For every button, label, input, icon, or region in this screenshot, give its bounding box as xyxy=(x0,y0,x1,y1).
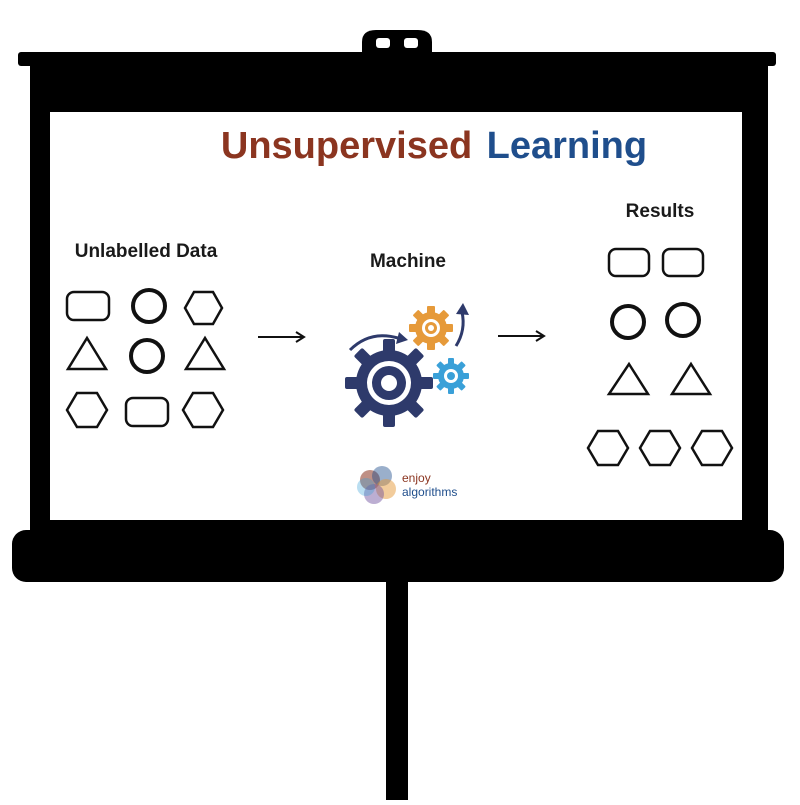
stand-pole xyxy=(386,570,408,800)
logo-line-1: enjoy xyxy=(402,471,431,485)
screen-surface xyxy=(50,112,742,520)
input-label: Unlabelled Data xyxy=(75,241,218,262)
hexagon-icon xyxy=(690,429,734,467)
triangle-icon xyxy=(669,361,713,396)
machine-label: Machine xyxy=(370,251,446,272)
triangle-icon xyxy=(606,361,651,396)
rounded-rectangle-icon xyxy=(124,396,170,428)
hexagon-icon xyxy=(183,290,224,326)
results-label: Results xyxy=(626,201,695,222)
circle-icon xyxy=(131,288,167,324)
page-title: Unsupervised Learning xyxy=(221,125,647,167)
title-part-1: Unsupervised xyxy=(221,125,472,167)
gears-icon xyxy=(345,303,469,427)
logo-line-2: algorithms xyxy=(402,485,457,499)
hexagon-icon xyxy=(181,391,225,429)
triangle-icon xyxy=(65,335,109,371)
hexagon-icon xyxy=(65,391,109,429)
title-part-2: Learning xyxy=(487,125,647,167)
arrow-right-icon xyxy=(498,330,546,342)
enjoy-algorithms-logo: enjoy algorithms xyxy=(357,466,457,504)
bottom-roller xyxy=(12,530,784,582)
circle-icon xyxy=(665,302,701,338)
hexagon-icon xyxy=(586,429,630,467)
rounded-rectangle-icon xyxy=(607,247,651,278)
arrow-right-icon xyxy=(258,331,306,343)
circle-icon xyxy=(129,338,165,374)
unlabelled-data-shapes xyxy=(65,288,227,429)
rounded-rectangle-icon xyxy=(65,290,111,322)
rounded-rectangle-icon xyxy=(661,247,705,278)
screen-handle xyxy=(362,30,432,58)
hexagon-icon xyxy=(638,429,682,467)
result-shapes xyxy=(586,247,734,467)
triangle-icon xyxy=(183,335,227,371)
circle-icon xyxy=(610,304,646,340)
